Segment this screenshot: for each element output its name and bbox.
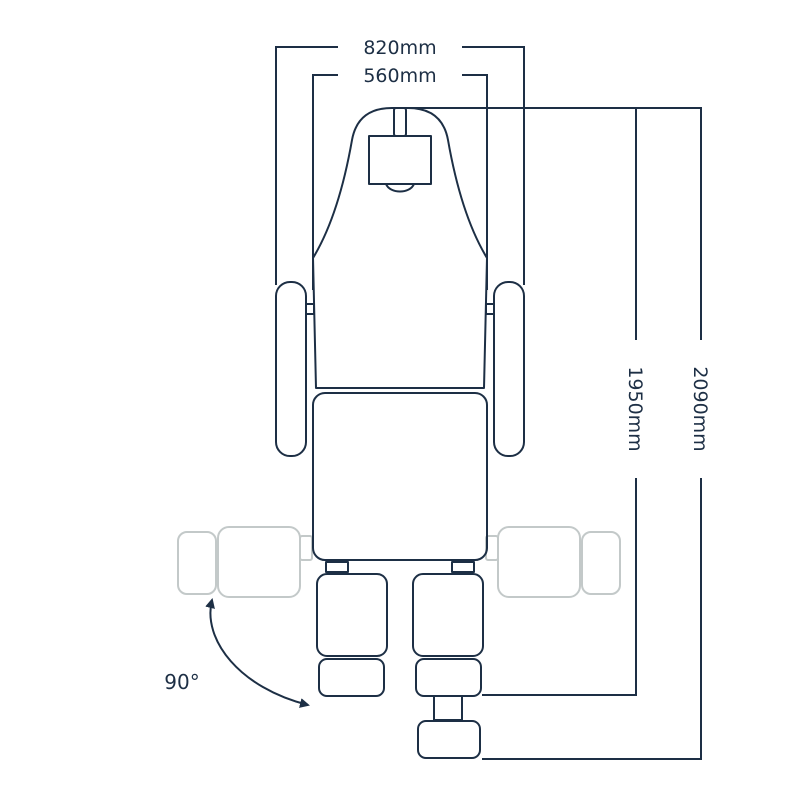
dim-label-2090: 2090mm [689,366,711,451]
armrest-bracket-left [305,303,315,315]
foot-rest-left [318,658,385,697]
rotation-arrow [205,598,310,708]
dim-560-right [462,74,488,290]
dim-1950-top [402,107,637,340]
armrest-right [493,281,525,457]
leg-rest-right [412,573,484,657]
dim-560-left [312,74,338,290]
leg-rest-left [316,573,388,657]
dim-2090-bottom [482,478,702,760]
headrest [368,135,432,185]
dim-820-right [462,46,525,285]
dim-label-820: 820mm [363,37,436,59]
foot-extension [417,720,481,759]
backrest [312,107,488,389]
leg-connector-right [451,561,475,573]
dim-label-560: 560mm [363,65,436,87]
chair-outline [275,107,525,759]
leg-connector-left [325,561,349,573]
armrest-bracket-right [485,303,495,315]
armrest-left [275,281,307,457]
seat [312,392,488,561]
rotation-angle-label: 90° [164,670,199,694]
headrest-stem [393,107,407,137]
dim-820-left [275,46,338,285]
foot-extension-stem [433,695,463,721]
dim-label-1950: 1950mm [624,366,646,451]
ghost-leg-rest-left [177,526,313,598]
headrest-knob [385,183,415,193]
dimension-lines [275,46,702,760]
dim-1950-bottom [482,478,637,696]
dim-2090-top [406,107,702,340]
ghost-leg-rest-right [485,526,621,598]
foot-rest-right [415,658,482,697]
